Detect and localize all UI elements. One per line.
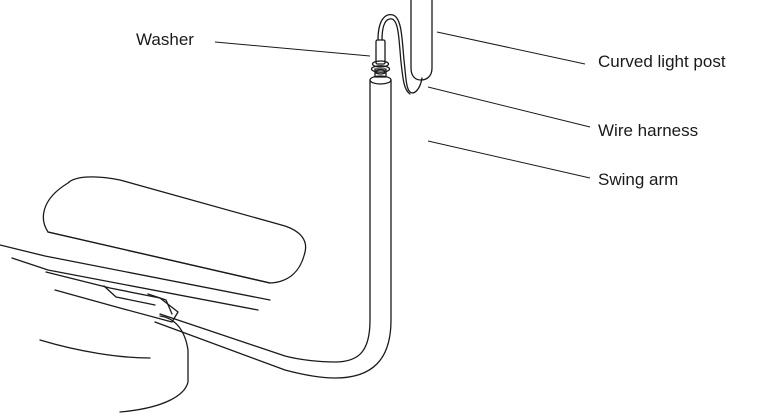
mounting-base <box>39 271 189 413</box>
leader-wire-harness <box>427 86 591 128</box>
leader-lines <box>214 31 591 179</box>
leader-washer <box>214 41 371 57</box>
swing-arm-tube <box>154 75 392 379</box>
washer-connector <box>370 39 391 78</box>
wire-harness-cable <box>377 14 423 95</box>
leader-curved-light-post <box>436 31 586 65</box>
curved-light-post <box>410 0 433 81</box>
label-washer: Washer <box>136 30 194 49</box>
headrest-cushion <box>0 176 307 311</box>
label-wire-harness: Wire harness <box>598 121 699 140</box>
leader-swing-arm <box>427 140 591 179</box>
label-curved-light-post: Curved light post <box>598 52 726 71</box>
label-swing-arm: Swing arm <box>598 170 679 189</box>
